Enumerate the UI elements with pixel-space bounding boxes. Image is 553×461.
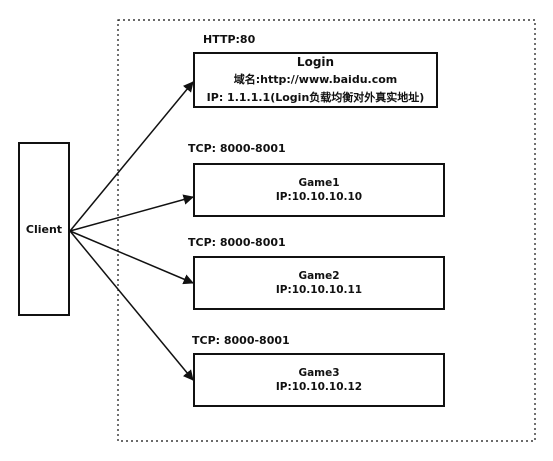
game2-server-node: Game2 IP:10.10.10.11 [193,256,445,310]
client-label: Client [25,222,63,236]
game1-port-label: TCP: 8000-8001 [188,142,286,155]
game3-ip: IP:10.10.10.12 [275,381,363,393]
arrow-client-to-game1 [69,194,195,232]
server-group-boundary [117,19,536,442]
arrow-client-to-game3 [69,230,194,381]
login-domain: 域名:http://www.baidu.com [233,73,398,86]
login-title: Login [296,55,335,69]
game2-ip: IP:10.10.10.11 [275,284,363,296]
client-node: Client [18,142,70,316]
game1-ip: IP:10.10.10.10 [275,191,363,203]
game1-name: Game1 [298,177,340,189]
game2-name: Game2 [298,270,340,282]
arrow-client-to-game2 [69,230,194,285]
login-port-label: HTTP:80 [203,33,256,46]
game2-port-label: TCP: 8000-8001 [188,236,286,249]
arrow-client-to-login [69,81,194,232]
game1-server-node: Game1 IP:10.10.10.10 [193,163,445,217]
game3-server-node: Game3 IP:10.10.10.12 [193,353,445,407]
game3-name: Game3 [298,367,340,379]
login-server-node: Login 域名:http://www.baidu.com IP: 1.1.1.… [193,52,438,108]
login-ip: IP: 1.1.1.1(Login负载均衡对外真实地址) [206,91,425,104]
game3-port-label: TCP: 8000-8001 [192,334,290,347]
